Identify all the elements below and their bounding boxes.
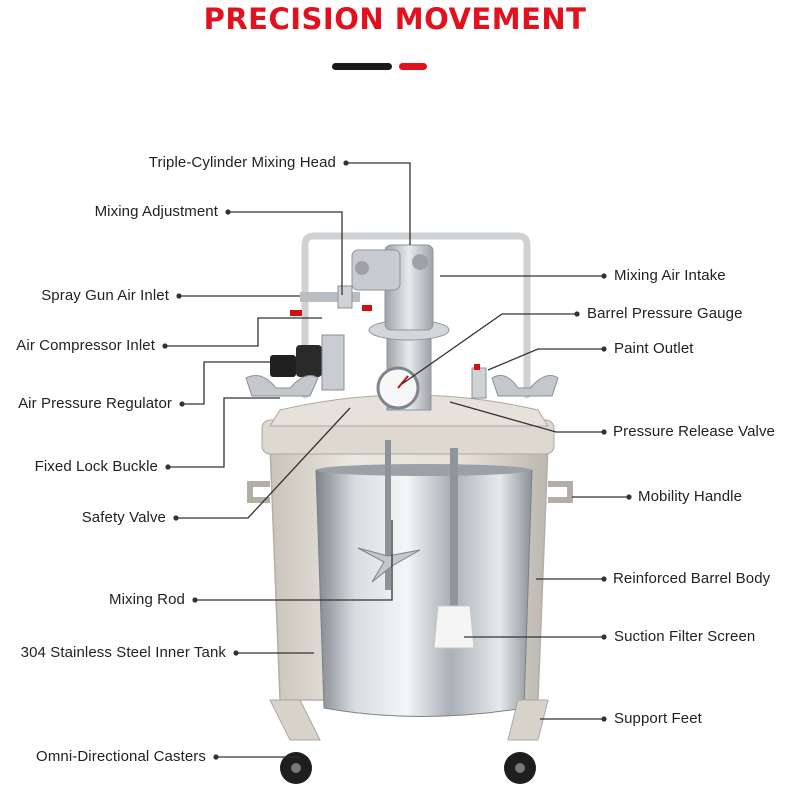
inner-tank <box>315 464 533 717</box>
label-spray-gun-air-inlet: Spray Gun Air Inlet <box>41 287 169 304</box>
label-mixing-adjustment: Mixing Adjustment <box>94 203 218 220</box>
label-paint-outlet: Paint Outlet <box>614 340 694 357</box>
regulator-assembly <box>270 285 372 391</box>
leader-dots-right <box>574 273 632 722</box>
side-handles <box>247 481 573 503</box>
title-underline-red <box>399 63 427 70</box>
page-title: PRECISION MOVEMENT <box>203 2 587 36</box>
top-handle <box>301 232 531 399</box>
lock-buckles <box>245 364 559 399</box>
leader-dots-left <box>162 160 349 760</box>
casters <box>280 752 536 784</box>
label-suction-filter-screen: Suction Filter Screen <box>614 628 756 645</box>
label-mixing-rod: Mixing Rod <box>108 591 185 608</box>
leader-lines-right <box>401 275 629 720</box>
label-pressure-release-valve: Pressure Release Valve <box>613 423 775 440</box>
label-reinforced-barrel-body: Reinforced Barrel Body <box>613 570 771 587</box>
label-304-stainless-steel-inner-tank: 304 Stainless Steel Inner Tank <box>20 644 226 661</box>
label-omni-directional-casters: Omni-Directional Casters <box>36 748 206 765</box>
label-support-feet: Support Feet <box>614 710 702 727</box>
pressure-gauge <box>376 366 420 410</box>
title-underline-dark <box>332 63 392 70</box>
leader-lines-left <box>165 162 411 758</box>
label-mobility-handle: Mobility Handle <box>638 488 743 505</box>
label-fixed-lock-buckle: Fixed Lock Buckle <box>34 458 158 475</box>
support-feet <box>269 699 549 741</box>
label-air-compressor-inlet: Air Compressor Inlet <box>16 337 155 354</box>
label-safety-valve: Safety Valve <box>81 509 166 526</box>
label-triple-cylinder-mixing-head: Triple-Cylinder Mixing Head <box>148 154 336 171</box>
label-barrel-pressure-gauge: Barrel Pressure Gauge <box>587 305 743 322</box>
label-air-pressure-regulator: Air Pressure Regulator <box>18 395 172 412</box>
label-mixing-air-intake: Mixing Air Intake <box>614 267 726 284</box>
